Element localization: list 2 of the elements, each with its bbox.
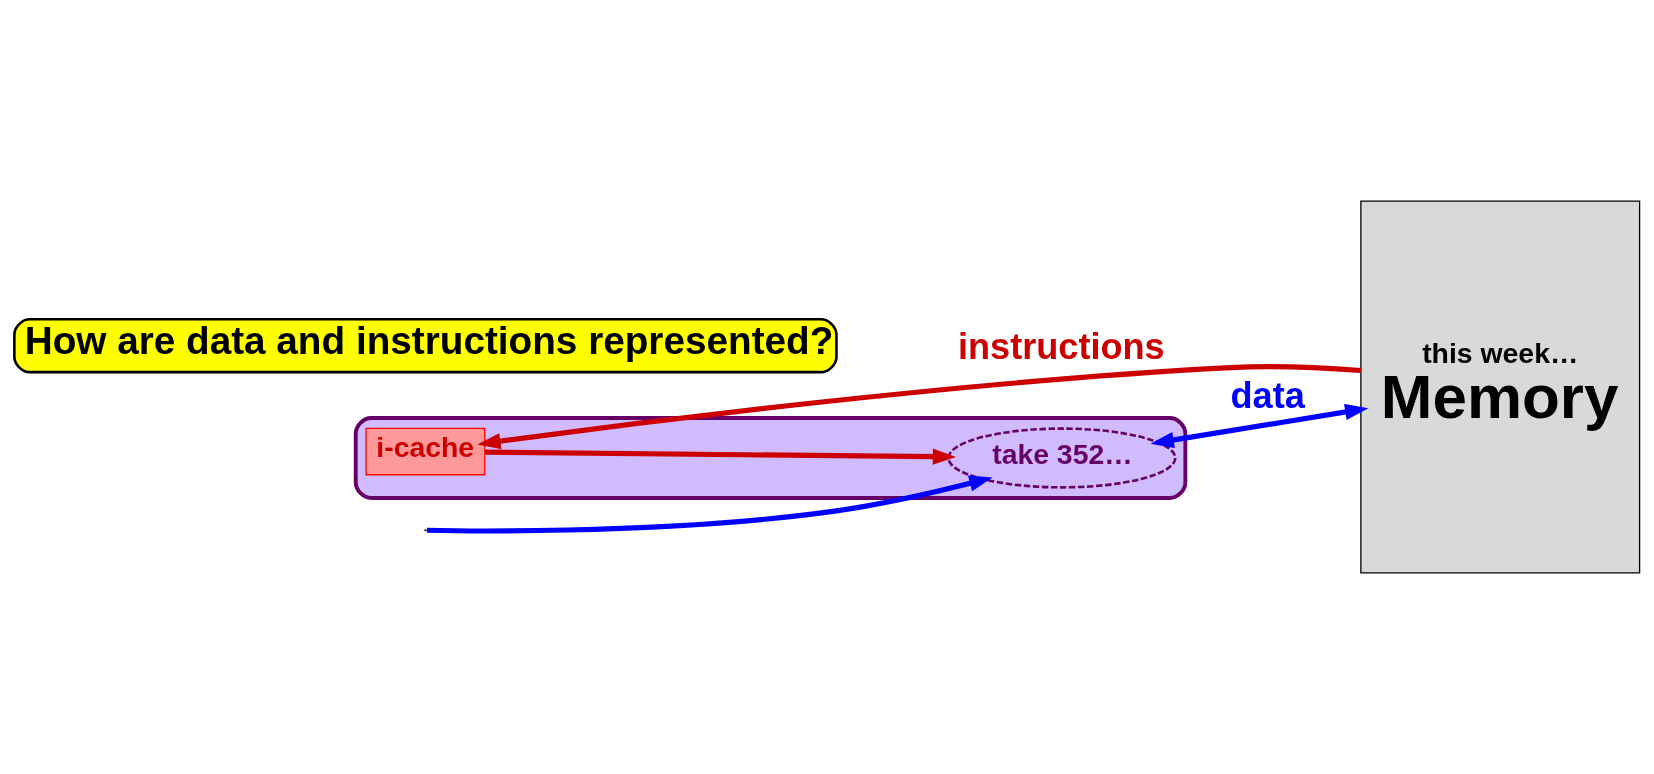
edge-label: data bbox=[1230, 375, 1305, 417]
edge-label: instructions bbox=[957, 326, 1165, 368]
